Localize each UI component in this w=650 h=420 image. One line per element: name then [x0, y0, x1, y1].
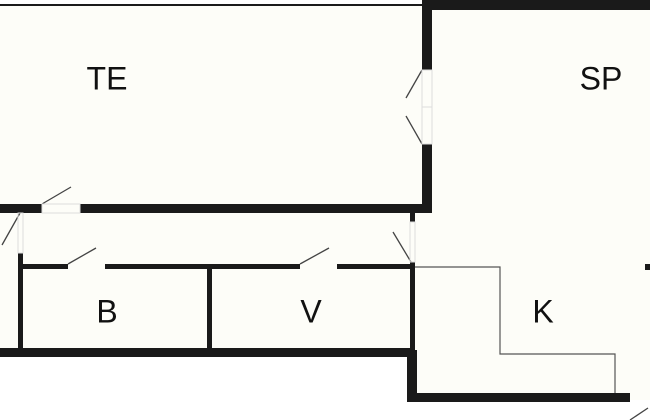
- door-opening: [17, 212, 24, 254]
- wall: [423, 0, 650, 10]
- wall: [422, 144, 432, 213]
- wall: [410, 213, 415, 222]
- door-swing: [392, 231, 412, 263]
- wall: [407, 350, 417, 402]
- kitchen-counter: [415, 266, 616, 393]
- door-opening: [409, 221, 416, 263]
- door-opening: [41, 203, 81, 214]
- door-swing: [1, 212, 21, 246]
- wall: [105, 264, 300, 269]
- room-label-te: TE: [86, 60, 128, 97]
- door-swing: [299, 247, 330, 265]
- wall: [80, 204, 432, 213]
- wall: [410, 262, 415, 352]
- wall: [645, 264, 650, 270]
- door-swing: [405, 115, 423, 145]
- wall: [422, 0, 432, 70]
- room-label-sp: SP: [579, 60, 623, 97]
- doors: [1, 69, 649, 420]
- wall: [407, 393, 630, 402]
- floor-te: [0, 5, 427, 209]
- wall: [337, 264, 412, 269]
- floor-areas: [0, 5, 650, 400]
- door-swing: [405, 69, 423, 99]
- door-swing: [67, 247, 97, 265]
- wall: [0, 348, 415, 357]
- room-label-v: V: [300, 293, 322, 330]
- wall: [20, 264, 68, 269]
- door-swing: [41, 186, 72, 205]
- floor-k: [412, 260, 650, 398]
- room-label-k: K: [532, 293, 554, 330]
- floor-corridor: [0, 209, 427, 354]
- wall: [0, 204, 42, 213]
- door-openings: [17, 69, 433, 263]
- wall: [18, 253, 23, 353]
- wall: [0, 4, 425, 6]
- walls: [0, 0, 650, 402]
- room-label-b: B: [96, 293, 118, 330]
- door-swing: [629, 407, 649, 420]
- wall: [207, 264, 212, 350]
